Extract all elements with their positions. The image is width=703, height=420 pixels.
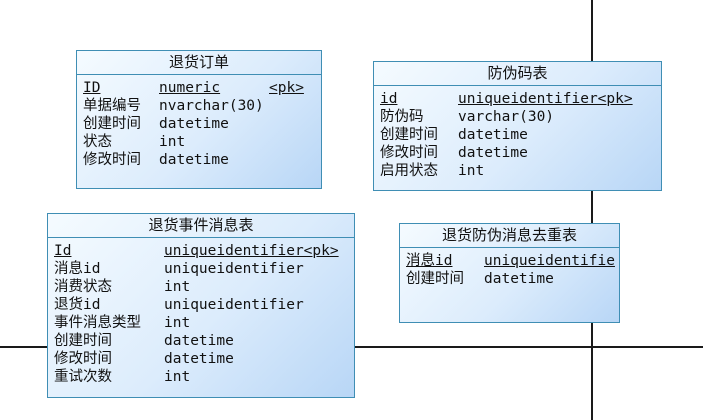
column-name: 消息id xyxy=(54,261,101,277)
column-type: uniqueidentifier<pk> xyxy=(164,243,339,259)
column-row[interactable]: 状态 int xyxy=(77,133,321,151)
column-row[interactable]: Id uniqueidentifier<pk> xyxy=(48,242,354,260)
column-type: datetime xyxy=(484,271,554,287)
column-name: 退货id xyxy=(54,297,101,313)
column-row[interactable]: id uniqueidentifier<pk> xyxy=(374,90,661,108)
entity-return-event-message[interactable]: 退货事件消息表 Id uniqueidentifier<pk> 消息id unique… xyxy=(47,213,355,398)
column-row[interactable]: 修改时间 datetime xyxy=(374,144,661,162)
column-type: int xyxy=(164,279,191,295)
column-type: numeric xyxy=(159,80,221,96)
entity-return-anti-counterfeit-dedup[interactable]: 退货防伪消息去重表 消息id uniqueidentifie 创建时间 datetim… xyxy=(399,223,620,323)
column-type: datetime xyxy=(159,152,229,168)
column-type: int xyxy=(164,315,191,331)
column-row[interactable]: 消费状态 int xyxy=(48,278,354,296)
column-row[interactable]: 重试次数 int xyxy=(48,368,354,386)
column-type: int xyxy=(164,369,191,385)
column-list: ID numeric <pk> 单据编号 nvarchar(30) 创建时间 datetim… xyxy=(77,75,321,169)
column-name: 创建时间 xyxy=(406,271,464,287)
column-row[interactable]: 事件消息类型 int xyxy=(48,314,354,332)
column-row[interactable]: ID numeric <pk> xyxy=(77,79,321,97)
column-row[interactable]: 创建时间 datetime xyxy=(77,115,321,133)
entity-return-order[interactable]: 退货订单 ID numeric <pk> 单据编号 nvarchar(30) 创建时间 da… xyxy=(76,50,322,189)
column-type: datetime xyxy=(164,351,234,367)
column-row[interactable]: 消息id uniqueidentifier xyxy=(48,260,354,278)
column-name: 单据编号 xyxy=(83,98,141,114)
column-row[interactable]: 消息id uniqueidentifie xyxy=(400,252,619,270)
column-type: uniqueidentifier xyxy=(164,261,304,277)
column-name: 消息id xyxy=(406,253,453,269)
column-type: varchar(30) xyxy=(458,109,555,125)
column-type: datetime xyxy=(458,145,528,161)
column-name: 重试次数 xyxy=(54,369,112,385)
column-type: datetime xyxy=(159,116,229,132)
column-name: 创建时间 xyxy=(83,116,141,132)
column-name: Id xyxy=(54,243,72,259)
column-row[interactable]: 修改时间 datetime xyxy=(77,151,321,169)
column-row[interactable]: 退货id uniqueidentifier xyxy=(48,296,354,314)
column-key: <pk> xyxy=(269,80,304,96)
column-row[interactable]: 修改时间 datetime xyxy=(48,350,354,368)
column-name: 防伪码 xyxy=(380,109,424,125)
column-list: Id uniqueidentifier<pk> 消息id uniqueidentifi… xyxy=(48,238,354,386)
column-name: 修改时间 xyxy=(54,351,112,367)
column-name: 消费状态 xyxy=(54,279,112,295)
column-row[interactable]: 创建时间 datetime xyxy=(48,332,354,350)
column-row[interactable]: 启用状态 int xyxy=(374,162,661,180)
column-row[interactable]: 防伪码 varchar(30) xyxy=(374,108,661,126)
column-name: 修改时间 xyxy=(380,145,438,161)
column-type: datetime xyxy=(164,333,234,349)
column-name: 修改时间 xyxy=(83,152,141,168)
vertical-guide-line xyxy=(591,0,593,420)
column-name: 创建时间 xyxy=(380,127,438,143)
entity-title: 退货订单 xyxy=(77,51,321,75)
column-type: datetime xyxy=(458,127,528,143)
column-row[interactable]: 单据编号 nvarchar(30) xyxy=(77,97,321,115)
column-row[interactable]: 创建时间 datetime xyxy=(400,270,619,288)
column-list: 消息id uniqueidentifie 创建时间 datetime xyxy=(400,248,619,288)
column-row[interactable]: 创建时间 datetime xyxy=(374,126,661,144)
entity-title: 退货事件消息表 xyxy=(48,214,354,238)
entity-title: 退货防伪消息去重表 xyxy=(400,224,619,248)
column-type: uniqueidentifier xyxy=(164,297,304,313)
column-type: uniqueidentifier<pk> xyxy=(458,91,633,107)
column-name: ID xyxy=(83,80,101,96)
column-name: id xyxy=(380,91,398,107)
column-type: int xyxy=(458,163,485,179)
column-type: int xyxy=(159,134,186,150)
column-name: 状态 xyxy=(83,134,112,150)
column-type: nvarchar(30) xyxy=(159,98,264,114)
entity-title: 防伪码表 xyxy=(374,62,661,86)
column-name: 启用状态 xyxy=(380,163,438,179)
column-type: uniqueidentifie xyxy=(484,253,615,269)
column-name: 事件消息类型 xyxy=(54,315,141,331)
column-name: 创建时间 xyxy=(54,333,112,349)
entity-anti-counterfeit-code[interactable]: 防伪码表 id uniqueidentifier<pk> 防伪码 varchar(30… xyxy=(373,61,662,191)
